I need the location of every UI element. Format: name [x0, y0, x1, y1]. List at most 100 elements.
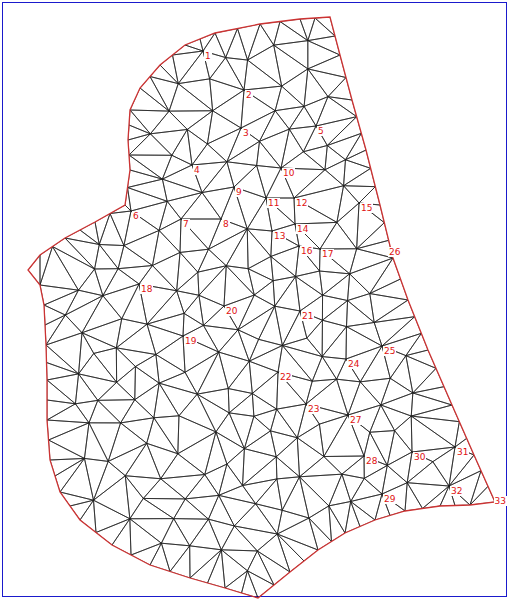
mesh-triangle [423, 486, 450, 509]
mesh-triangle [244, 416, 270, 448]
vertex-number: 5 [317, 126, 325, 136]
mesh-triangle [178, 79, 212, 111]
mesh-triangle [40, 247, 53, 286]
mesh-triangle [60, 458, 94, 500]
vertex-number: 29 [383, 494, 396, 504]
mesh-triangle [103, 284, 139, 319]
mesh-triangle [411, 416, 455, 452]
mesh-triangle [121, 418, 154, 444]
mesh-triangle [257, 534, 290, 572]
mesh-triangle [154, 416, 179, 454]
mesh-triangle [46, 345, 79, 374]
mesh-triangle [46, 315, 82, 345]
mesh-triangle [309, 518, 332, 550]
mesh-triangle [226, 266, 254, 295]
mesh-triangle [296, 246, 320, 276]
mesh-triangle [190, 550, 221, 583]
mesh-triangle [277, 510, 309, 534]
mesh-triangle [351, 501, 375, 526]
mesh-triangle [174, 499, 209, 519]
mesh-triangle [131, 543, 161, 565]
mesh-triangle [271, 246, 299, 276]
mesh-triangle [143, 479, 185, 499]
mesh-triangle [79, 353, 117, 382]
mesh-triangle [129, 134, 172, 155]
vertex-number: 25 [383, 346, 396, 356]
mesh-triangle [47, 363, 79, 381]
mesh-triangle [221, 550, 247, 588]
mesh-triangle [177, 272, 199, 295]
mesh-triangle [449, 471, 481, 505]
mesh-triangle [308, 41, 340, 69]
mesh-triangle [346, 301, 374, 327]
mesh-triangle [297, 438, 324, 477]
mesh-triangle [55, 458, 84, 492]
mesh-triangle [234, 526, 277, 551]
mesh-triangle [345, 501, 360, 533]
vertex-number: 20 [225, 306, 238, 316]
mesh-triangle [89, 400, 121, 423]
mesh-triangle [257, 165, 281, 198]
mesh-triangle [147, 443, 178, 478]
mesh-triangle [304, 69, 328, 106]
mesh-triangle [185, 352, 219, 394]
mesh-triangle [257, 551, 290, 585]
mesh-triangle [124, 211, 159, 246]
mesh-triangle [304, 97, 328, 126]
mesh-triangle [224, 266, 254, 306]
mesh-triangle [348, 415, 370, 456]
mesh-triangle [150, 111, 187, 134]
mesh-triangle [156, 355, 185, 384]
mesh-triangle [103, 269, 139, 296]
mesh-triangle [96, 519, 130, 545]
mesh-triangle [28, 255, 40, 285]
mesh-triangle [78, 269, 102, 296]
mesh-triangle [381, 393, 413, 416]
mesh-triangle [322, 295, 347, 320]
mesh-triangle [241, 90, 275, 128]
mesh-triangle [272, 224, 299, 246]
mesh-triangle [324, 415, 364, 457]
mesh-triangle [227, 128, 260, 162]
mesh-triangle [248, 256, 273, 280]
mesh-triangle [248, 45, 282, 86]
mesh-triangle [249, 345, 282, 372]
mesh-triangle [210, 58, 244, 90]
mesh-triangle [199, 266, 226, 306]
mesh-triangle [351, 478, 382, 501]
mesh-triangle [152, 252, 180, 290]
mesh-triangle [300, 457, 342, 477]
mesh-triangle [411, 416, 459, 447]
mesh-triangle [192, 162, 227, 193]
mesh-triangle [382, 465, 407, 494]
mesh-triangle [238, 295, 275, 330]
mesh-triangle [210, 79, 244, 111]
mesh-triangle [80, 500, 96, 532]
vertex-number: 32 [450, 486, 463, 496]
mesh-triangle [320, 249, 357, 274]
mesh-triangle [94, 461, 126, 500]
vertex-number: 9 [235, 187, 243, 197]
mesh-triangle [381, 405, 411, 431]
mesh-triangle [203, 51, 226, 79]
mesh-triangle [303, 145, 327, 169]
vertex-number: 21 [301, 311, 314, 321]
vertex-number: 13 [273, 231, 286, 241]
mesh-triangle [125, 476, 160, 499]
mesh-triangle [276, 457, 299, 479]
mesh-triangle [274, 45, 308, 86]
mesh-triangle [357, 203, 385, 249]
mesh-triangle [65, 238, 99, 269]
mesh-triangle [274, 22, 308, 46]
mesh-triangle [259, 111, 289, 142]
mesh-triangle [337, 186, 359, 223]
mesh-triangle [117, 367, 136, 400]
mesh-triangle [110, 211, 131, 246]
vertex-number: 6 [132, 211, 140, 221]
mesh-edges [28, 17, 495, 598]
mesh-triangle [248, 24, 274, 60]
mesh-triangle [322, 301, 347, 327]
mesh-triangle [243, 479, 277, 504]
mesh-triangle [187, 129, 207, 165]
mesh-triangle [205, 432, 227, 475]
